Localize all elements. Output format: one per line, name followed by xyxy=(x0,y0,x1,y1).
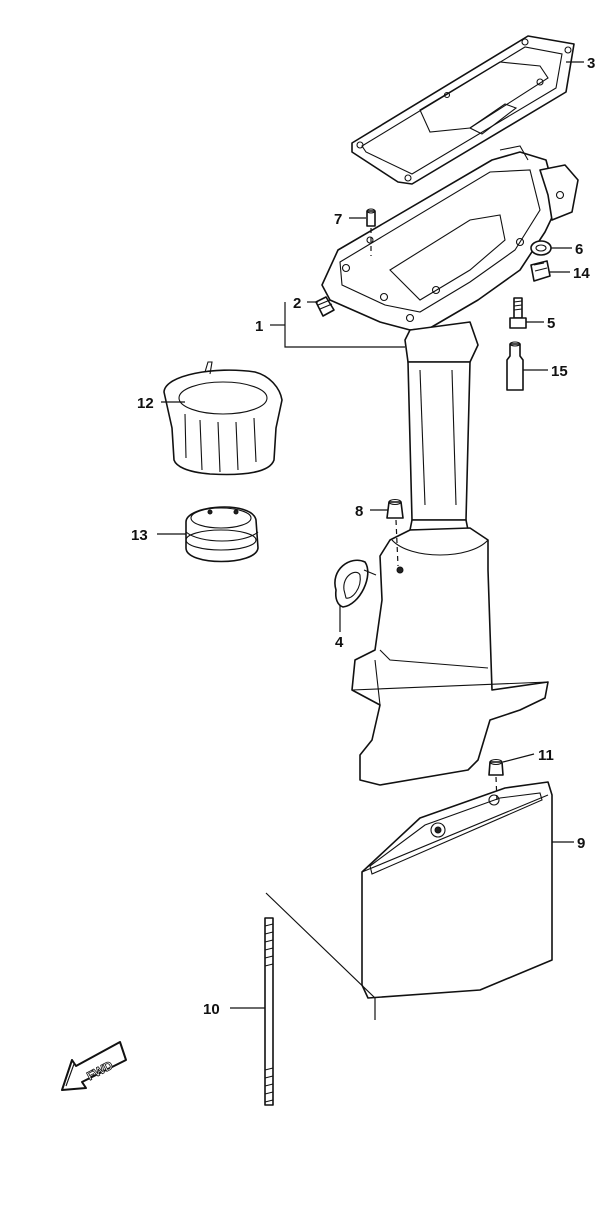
grommet-part-8[interactable] xyxy=(386,498,404,519)
washer-part-6[interactable] xyxy=(530,240,552,256)
nut-part-14[interactable] xyxy=(530,260,551,282)
tube-part-15[interactable] xyxy=(506,341,524,391)
callout-labels: 1 2 3 4 5 6 7 8 9 10 11 12 13 14 15 xyxy=(131,55,595,1018)
callout-14: 14 xyxy=(573,265,590,282)
callout-15: 15 xyxy=(551,363,568,380)
callout-6: 6 xyxy=(575,241,583,258)
callout-5: 5 xyxy=(547,315,555,332)
callout-9: 9 xyxy=(577,835,585,852)
forward-arrow-icon: FWD xyxy=(61,1041,127,1091)
long-stud-part-10[interactable] xyxy=(264,917,274,1106)
callout-12: 12 xyxy=(137,395,154,412)
collar-part-12[interactable] xyxy=(163,361,283,476)
callout-3: 3 xyxy=(587,55,595,72)
housing-upper-mount-part-1[interactable] xyxy=(321,145,579,531)
cap-part-11[interactable] xyxy=(488,758,504,776)
grommet-part-2[interactable] xyxy=(315,296,335,317)
gasket-part-3[interactable] xyxy=(351,35,575,185)
small-gasket-part-4[interactable] xyxy=(334,559,377,608)
dowel-pin-part-7[interactable] xyxy=(366,208,376,227)
callout-10: 10 xyxy=(203,1001,220,1018)
lower-cover-part-9[interactable] xyxy=(361,781,553,999)
bolt-part-5[interactable] xyxy=(509,297,527,329)
seal-housing-part-13[interactable] xyxy=(185,506,259,563)
callout-8: 8 xyxy=(355,503,363,520)
callout-4: 4 xyxy=(335,634,344,651)
callout-2: 2 xyxy=(293,295,301,312)
callout-13: 13 xyxy=(131,527,148,544)
callout-1: 1 xyxy=(255,318,263,335)
housing-lower-body-part-1[interactable] xyxy=(351,527,549,786)
leader-lines xyxy=(157,61,584,1009)
callout-11: 11 xyxy=(538,747,554,764)
callout-7: 7 xyxy=(334,211,342,228)
